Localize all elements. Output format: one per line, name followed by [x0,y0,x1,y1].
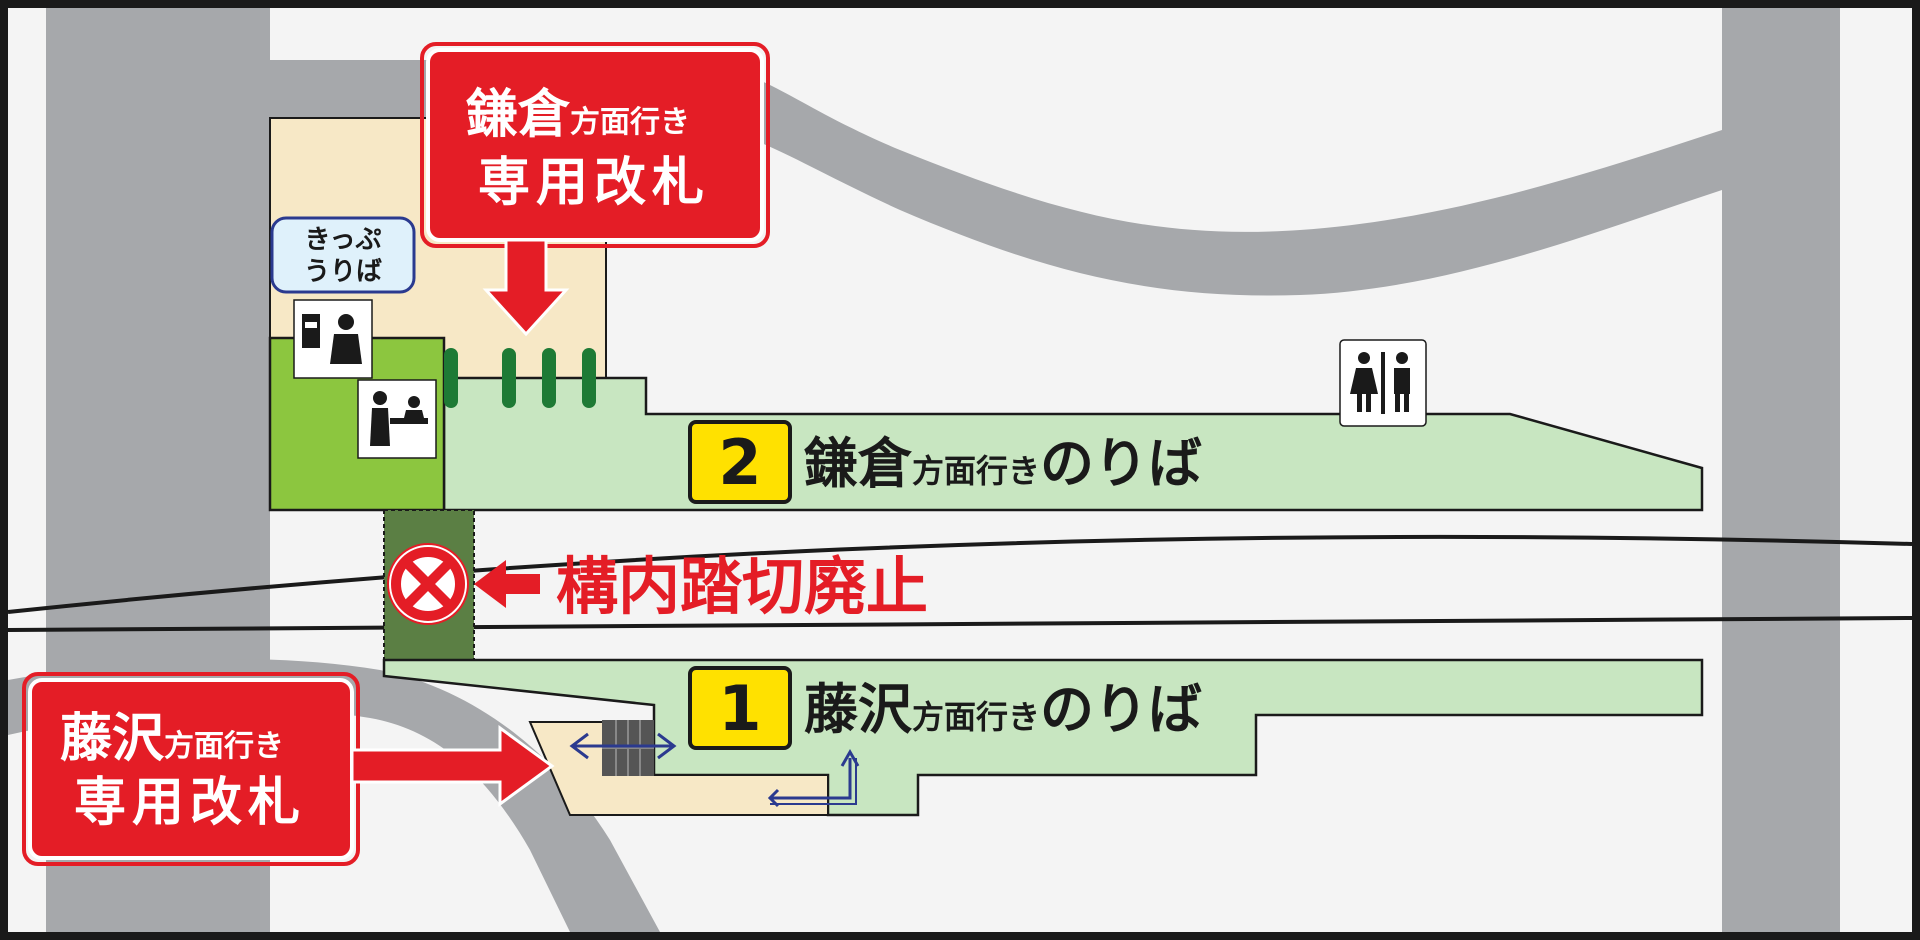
restroom-icon [1339,339,1427,427]
kamakura-gate-callout: 鎌倉方面行き 専用改札 [420,42,770,337]
platform-1-number: 1 [718,672,761,745]
road-curved-bottom [8,659,660,932]
platform-2-direction: 方面行き [912,452,1040,490]
crossing-notice: 構内踏切廃止 [387,543,928,625]
svg-text:鎌倉方面行き: 鎌倉方面行き [466,85,690,145]
ticket-office-sign: きっぷ うりば [270,216,416,294]
platform-1-destination: 藤沢 [804,678,913,741]
l-shaped-double-arrow [767,748,860,808]
platform-2-number-box [688,420,792,504]
no-entry-icon [387,543,469,625]
kamakura-gate-direction: 方面行き [570,105,690,140]
platform-1-direction: 方面行き [912,698,1040,736]
kamakura-gate-destination: 鎌倉 [466,85,570,145]
svg-text:鎌倉方面行きのりば: 鎌倉方面行きのりば [804,432,1202,495]
platform-2-suffix: のりば [1040,432,1202,495]
platform-2-number: 2 [718,426,761,499]
rail-upper [7,534,1913,614]
fujisawa-gate-callout: 藤沢方面行き 専用改札 [22,672,555,866]
svg-text:藤沢方面行き: 藤沢方面行き [60,709,284,769]
crossing-notice-arrow [474,560,540,608]
road-right-vertical [1722,8,1840,932]
ticket-machine-icon [293,299,373,379]
platform-1-sign: 1 藤沢方面行きのりば [688,666,1202,750]
svg-text:藤沢方面行きのりば: 藤沢方面行きのりば [804,678,1202,741]
stairs-icon [602,720,654,776]
kamakura-gate-label: 専用改札 [478,153,710,213]
ticket-gates [444,348,596,408]
platform-1-number-box [688,666,792,750]
platform-2-destination: 鎌倉 [804,432,912,495]
fujisawa-gate-arrow [350,725,555,807]
fujisawa-gate-destination: 藤沢 [60,709,165,769]
platform-2-sign: 2 鎌倉方面行きのりば [688,420,1202,504]
ticket-office-line2: うりば [304,257,382,287]
fujisawa-gate-direction: 方面行き [164,729,284,764]
kamakura-gate-arrow [482,238,570,337]
fujisawa-gate-label: 専用改札 [74,773,306,833]
station-staff-icon [357,379,437,459]
double-arrow-horizontal [569,732,677,760]
platform-1-suffix: のりば [1040,678,1202,741]
crossing-notice-text: 構内踏切廃止 [556,550,928,623]
ticket-office-line1: きっぷ [305,225,382,255]
